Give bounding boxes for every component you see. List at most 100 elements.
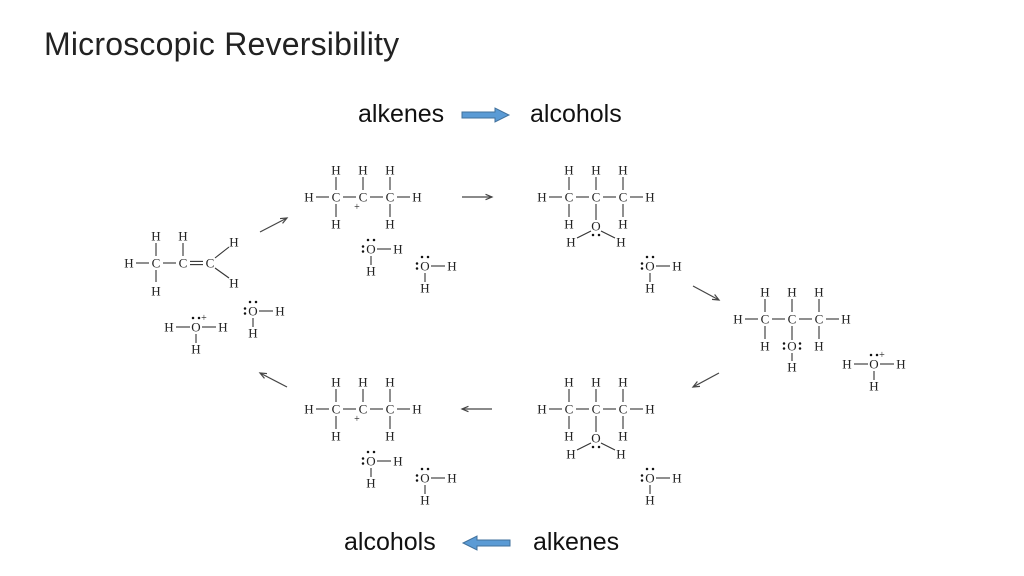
- reaction-arrow-3: [692, 285, 721, 301]
- lone-pair-electron: [361, 250, 365, 253]
- bottom-left-arrow: [461, 535, 511, 551]
- hydrogen-atom: H: [733, 312, 742, 327]
- hydrogen-atom: H: [645, 281, 654, 296]
- oxygen-atom: O: [366, 454, 375, 469]
- hydrogen-atom: H: [616, 447, 625, 462]
- single-bond: [214, 246, 230, 259]
- carbon-atom: C: [592, 402, 601, 417]
- hydrogen-atom: H: [151, 284, 160, 299]
- lone-pair-electron: [361, 245, 365, 248]
- single-bond: [214, 267, 230, 279]
- hydrogen-atom: H: [672, 471, 681, 486]
- hydrogen-atom: H: [229, 276, 238, 291]
- hydrogen-atom: H: [447, 471, 456, 486]
- lone-pair-electron: [366, 238, 370, 242]
- hydrogen-atom: H: [393, 242, 402, 257]
- top-caption-alkenes: alkenes: [358, 100, 445, 128]
- hydrogen-atom: H: [178, 229, 187, 244]
- carbon-atom: C: [565, 402, 574, 417]
- carbon-atom: C: [359, 190, 368, 205]
- lone-pair-electron: [415, 267, 419, 270]
- hydrogen-atom: H: [618, 217, 627, 232]
- hydrogen-atom: H: [304, 402, 313, 417]
- hydrogen-atom: H: [566, 235, 575, 250]
- hydrogen-atom: H: [385, 375, 394, 390]
- lone-pair-electron: [651, 467, 655, 471]
- oxygen-atom: O: [869, 357, 878, 372]
- hydrogen-atom: H: [645, 402, 654, 417]
- lone-pair-electron: [640, 267, 644, 270]
- carbon-atom: C: [815, 312, 824, 327]
- lone-pair-electron: [366, 450, 370, 454]
- lone-pair-electron: [420, 467, 424, 471]
- hydrogen-atom: H: [618, 163, 627, 178]
- hydrogen-atom: H: [304, 190, 313, 205]
- bottom-caption-alkenes: alkenes: [533, 528, 620, 556]
- carbon-atom: C: [619, 402, 628, 417]
- carbon-atom: C: [332, 402, 341, 417]
- carbon-atom: C: [788, 312, 797, 327]
- lone-pair-electron: [798, 342, 802, 345]
- hydrogen-atom: H: [385, 217, 394, 232]
- lone-pair-electron: [645, 255, 649, 259]
- hydrogen-atom: H: [814, 339, 823, 354]
- lone-pair-electron: [361, 457, 365, 460]
- carbon-atom: C: [619, 190, 628, 205]
- hydrogen-atom: H: [275, 304, 284, 319]
- lone-pair-electron: [875, 353, 879, 357]
- hydrogen-atom: H: [331, 163, 340, 178]
- lone-pair-electron: [798, 347, 802, 350]
- hydrogen-atom: H: [564, 375, 573, 390]
- hydrogen-atom: H: [151, 229, 160, 244]
- single-bond: [600, 230, 616, 239]
- lone-pair-electron: [361, 462, 365, 465]
- oxygen-atom: O: [591, 431, 600, 446]
- hydrogen-atom: H: [393, 454, 402, 469]
- hydrogen-atom: H: [564, 163, 573, 178]
- carbon-atom: C: [565, 190, 574, 205]
- lone-pair-electron: [640, 474, 644, 477]
- hydrogen-atom: H: [331, 429, 340, 444]
- positive-charge: +: [354, 202, 360, 213]
- lone-pair-electron: [426, 255, 430, 259]
- hydrogen-atom: H: [358, 163, 367, 178]
- hydrogen-atom: H: [229, 235, 238, 250]
- hydrogen-atom: H: [672, 259, 681, 274]
- lone-pair-electron: [248, 300, 252, 304]
- hydrogen-atom: H: [366, 264, 375, 279]
- lone-pair-electron: [243, 307, 247, 310]
- single-bond: [576, 442, 592, 451]
- lone-pair-electron: [591, 233, 595, 237]
- lone-pair-electron: [597, 445, 601, 449]
- reaction-arrow-4: [691, 372, 720, 388]
- lone-pair-electron: [782, 347, 786, 350]
- lone-pair-electron: [197, 316, 201, 320]
- oxygen-atom: O: [420, 259, 429, 274]
- oxygen-atom: O: [787, 339, 796, 354]
- oxygen-atom: O: [248, 304, 257, 319]
- hydrogen-atom: H: [591, 375, 600, 390]
- lone-pair-electron: [645, 467, 649, 471]
- hydrogen-atom: H: [366, 476, 375, 491]
- single-bond: [600, 442, 616, 451]
- oxygen-atom: O: [420, 471, 429, 486]
- hydrogen-atom: H: [537, 190, 546, 205]
- carbon-atom: C: [206, 256, 215, 271]
- hydrogen-atom: H: [331, 375, 340, 390]
- hydrogen-atom: H: [385, 163, 394, 178]
- top-caption-alcohols: alcohols: [530, 100, 622, 128]
- hydrogen-atom: H: [760, 339, 769, 354]
- lone-pair-electron: [415, 262, 419, 265]
- lone-pair-electron: [372, 450, 376, 454]
- positive-charge: +: [201, 313, 207, 324]
- hydrogen-atom: H: [896, 357, 905, 372]
- carbon-atom: C: [592, 190, 601, 205]
